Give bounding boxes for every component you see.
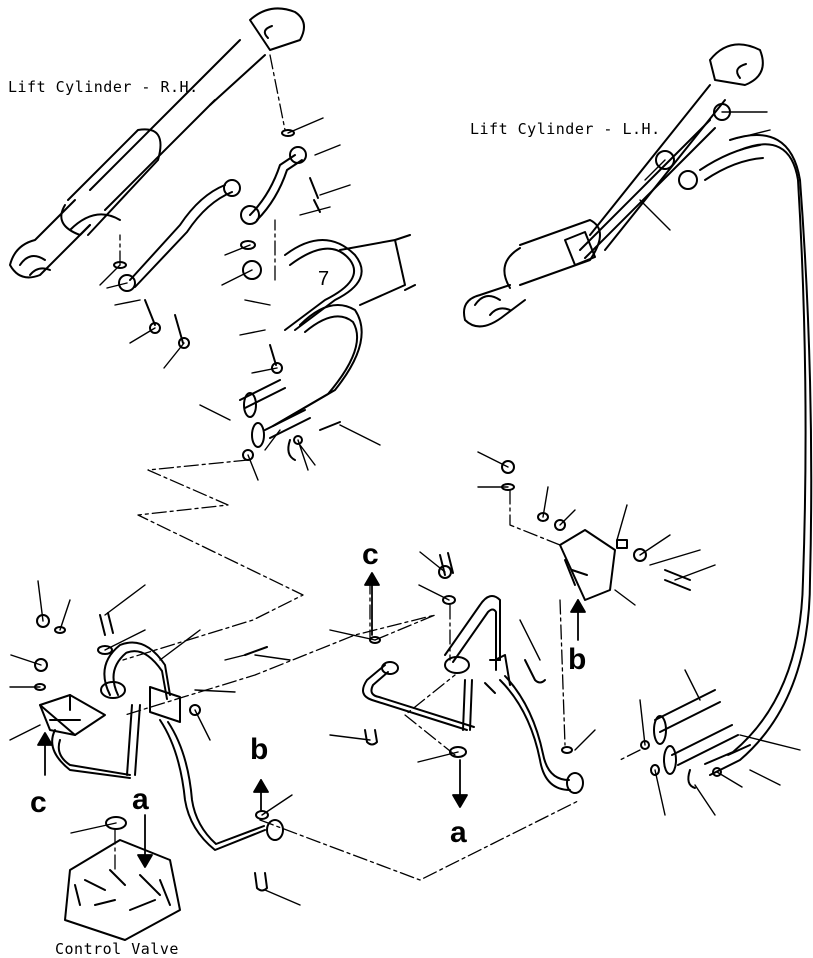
lift-cylinder-rh — [9, 7, 305, 279]
ref-a-center: a — [450, 816, 467, 849]
ref-b-center: b — [250, 733, 269, 766]
left-valve-assembly — [34, 612, 284, 892]
ref-b-right: b — [568, 643, 587, 676]
flow-arrows — [37, 572, 586, 868]
bracket-assembly — [501, 460, 691, 601]
rh-cylinder-tubes — [113, 129, 321, 374]
center-tube-assembly — [362, 552, 584, 794]
ref-c-center: c — [362, 538, 379, 571]
lift-cylinder-lh — [463, 43, 764, 328]
control-valve-body — [64, 839, 181, 941]
leader-lines — [9, 111, 801, 906]
connection-paths — [114, 54, 641, 881]
control-valve-label: Control Valve — [55, 940, 179, 958]
center-hose-assembly — [239, 234, 416, 461]
lh-cylinder-tubes — [579, 103, 813, 789]
ref-7: 7 — [318, 268, 330, 290]
lift-cylinder-rh-label: Lift Cylinder - R.H. — [8, 78, 199, 96]
ref-c-left: c — [30, 786, 47, 819]
lift-cylinder-lh-label: Lift Cylinder - L.H. — [470, 120, 661, 138]
ref-a-left: a — [132, 783, 149, 816]
